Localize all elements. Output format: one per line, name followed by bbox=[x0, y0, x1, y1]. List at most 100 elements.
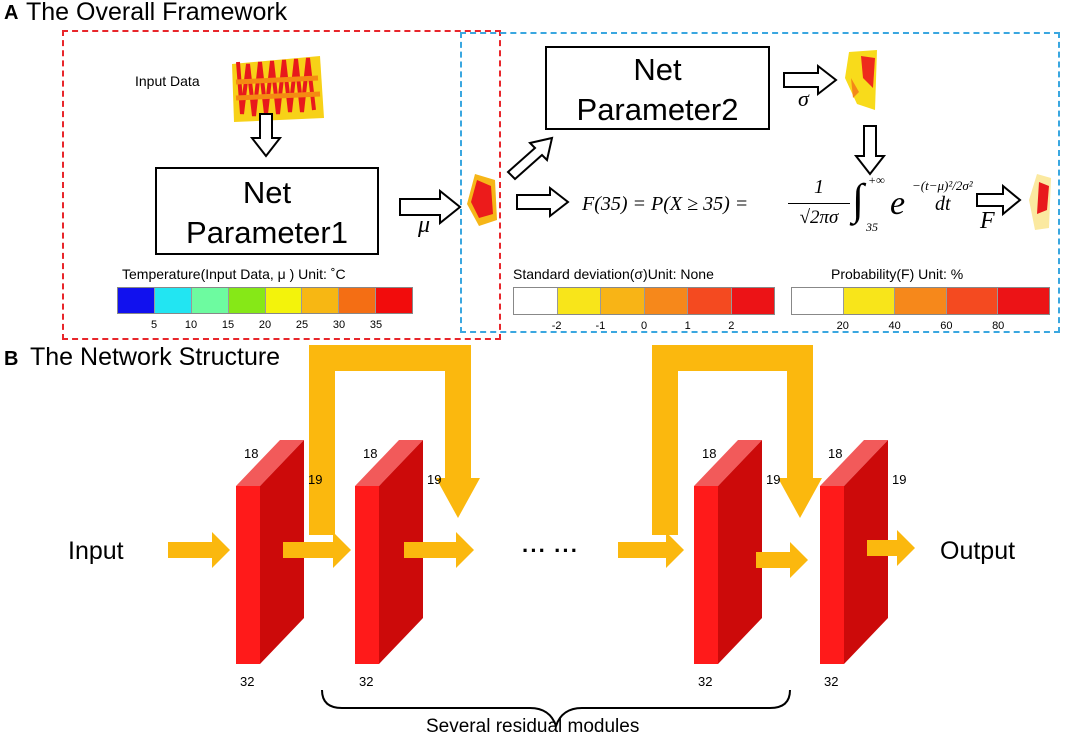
probability-tick-label: 60 bbox=[940, 320, 953, 332]
probability-swatch bbox=[792, 288, 844, 314]
output-label: Output bbox=[940, 537, 1016, 565]
temperature-tick-label: 10 bbox=[184, 319, 198, 331]
dim-label-top: 18 bbox=[828, 446, 842, 461]
temperature-swatch bbox=[302, 288, 340, 313]
flow-arrow bbox=[867, 530, 915, 566]
layer-block-side bbox=[718, 440, 762, 664]
ellipsis: ··· ··· bbox=[522, 538, 580, 563]
sigma-symbol: σ bbox=[798, 86, 809, 111]
down-arrow-icon bbox=[249, 113, 283, 158]
mu-heatmap bbox=[467, 174, 497, 226]
temperature-tick-label: 35 bbox=[369, 319, 383, 331]
dim-label-bottom: 32 bbox=[698, 674, 712, 689]
parameter2-frame bbox=[460, 32, 1060, 333]
std-tick-label: 1 bbox=[684, 320, 691, 332]
dim-label-bottom: 32 bbox=[359, 674, 373, 689]
dim-label-side: 19 bbox=[766, 472, 780, 487]
layer-block-front bbox=[355, 486, 379, 664]
section-a-letter: A bbox=[4, 2, 19, 24]
std-tick-label: 2 bbox=[728, 320, 735, 332]
f-heatmap bbox=[1029, 174, 1051, 230]
right-arrow-icon bbox=[783, 63, 838, 97]
formula-upper-limit: +∞ bbox=[868, 173, 885, 187]
temperature-swatch bbox=[339, 288, 377, 313]
input-label: Input bbox=[68, 537, 124, 565]
flow-arrow bbox=[168, 532, 230, 568]
temperature-tick-label: 15 bbox=[221, 319, 235, 331]
dim-label-side: 19 bbox=[308, 472, 322, 487]
temperature-swatch bbox=[228, 288, 266, 313]
temperature-tick-label: 20 bbox=[258, 319, 272, 331]
layer-block-top bbox=[355, 440, 423, 486]
std-swatch bbox=[731, 288, 774, 314]
flow-arrow bbox=[756, 542, 808, 578]
layer-block-top bbox=[694, 440, 762, 486]
layer-block-side bbox=[260, 440, 304, 664]
net-parameter2-box: Net Parameter2 bbox=[545, 46, 770, 130]
std-swatch bbox=[601, 288, 645, 314]
std-tick-label: -2 bbox=[551, 320, 562, 332]
probability-tick-label: 20 bbox=[836, 320, 849, 332]
parameter1-frame bbox=[62, 30, 501, 340]
temperature-tick-label: 25 bbox=[295, 319, 309, 331]
temperature-ticks: 5 10 15 20 25 30 35 bbox=[117, 319, 413, 333]
probability-tick-label: 80 bbox=[992, 320, 1005, 332]
std-colorbar bbox=[513, 287, 775, 315]
integral-sign: ∫ bbox=[852, 175, 865, 224]
residual-brace bbox=[321, 689, 791, 730]
dim-label-bottom: 32 bbox=[824, 674, 838, 689]
brace-label: Several residual modules bbox=[426, 716, 640, 737]
layer-block-front bbox=[820, 486, 844, 664]
probability-colorbar bbox=[791, 287, 1050, 315]
net1-line1: Net bbox=[242, 175, 292, 210]
temperature-swatch bbox=[118, 288, 155, 313]
net2-line1: Net bbox=[633, 52, 682, 87]
probability-swatch bbox=[998, 288, 1049, 314]
dim-label-top: 18 bbox=[702, 446, 716, 461]
dim-label-top: 18 bbox=[244, 446, 258, 461]
net2-line2: Parameter2 bbox=[576, 92, 739, 127]
temperature-tick-label: 5 bbox=[150, 319, 158, 331]
temperature-legend-title: Temperature(Input Data, μ ) Unit: ˚C bbox=[122, 266, 346, 282]
net1-line2: Parameter1 bbox=[186, 215, 348, 250]
flow-arrow bbox=[283, 532, 351, 568]
formula-exponent: −(t−μ)²/2σ² bbox=[912, 178, 973, 193]
mu-symbol: μ bbox=[418, 212, 431, 238]
layer-block-top bbox=[236, 440, 304, 486]
section-b-title: The Network Structure bbox=[30, 343, 281, 371]
layer-block-front bbox=[694, 486, 718, 664]
section-a-title: The Overall Framework bbox=[26, 0, 288, 26]
right-arrow-icon bbox=[976, 183, 1022, 217]
diagonal-arrow-icon bbox=[506, 136, 554, 181]
skip-arrowhead-1 bbox=[436, 478, 480, 518]
std-tick-label: 0 bbox=[640, 320, 648, 332]
std-swatch bbox=[514, 288, 558, 314]
net-parameter1-box: Net Parameter1 bbox=[155, 167, 379, 255]
temperature-tick-label: 30 bbox=[332, 319, 346, 331]
std-swatch bbox=[688, 288, 732, 314]
fraction-bar bbox=[788, 203, 850, 204]
dim-label-side: 19 bbox=[427, 472, 441, 487]
layer-block-side bbox=[379, 440, 423, 664]
sigma-heatmap bbox=[845, 50, 877, 110]
temperature-swatch bbox=[376, 288, 412, 313]
dim-label-bottom: 32 bbox=[240, 674, 254, 689]
probability-swatch bbox=[895, 288, 947, 314]
skip-connection-2 bbox=[652, 345, 813, 535]
probability-swatch bbox=[843, 288, 896, 314]
formula-lower-limit: 35 bbox=[866, 220, 878, 234]
dim-label-top: 18 bbox=[363, 446, 377, 461]
layer-block-side bbox=[844, 440, 888, 664]
input-data-heatmap bbox=[232, 56, 324, 122]
temperature-swatch bbox=[191, 288, 229, 313]
probability-swatch bbox=[946, 288, 999, 314]
dim-label-side: 19 bbox=[892, 472, 906, 487]
probability-tick-label: 40 bbox=[888, 320, 901, 332]
temperature-swatch bbox=[154, 288, 192, 313]
layer-block-top bbox=[820, 440, 888, 486]
probability-legend-title: Probability(F) Unit: % bbox=[831, 266, 964, 282]
section-b-letter: B bbox=[4, 348, 19, 370]
formula-lhs: F(35) = P(X ≥ 35) = bbox=[582, 193, 749, 215]
